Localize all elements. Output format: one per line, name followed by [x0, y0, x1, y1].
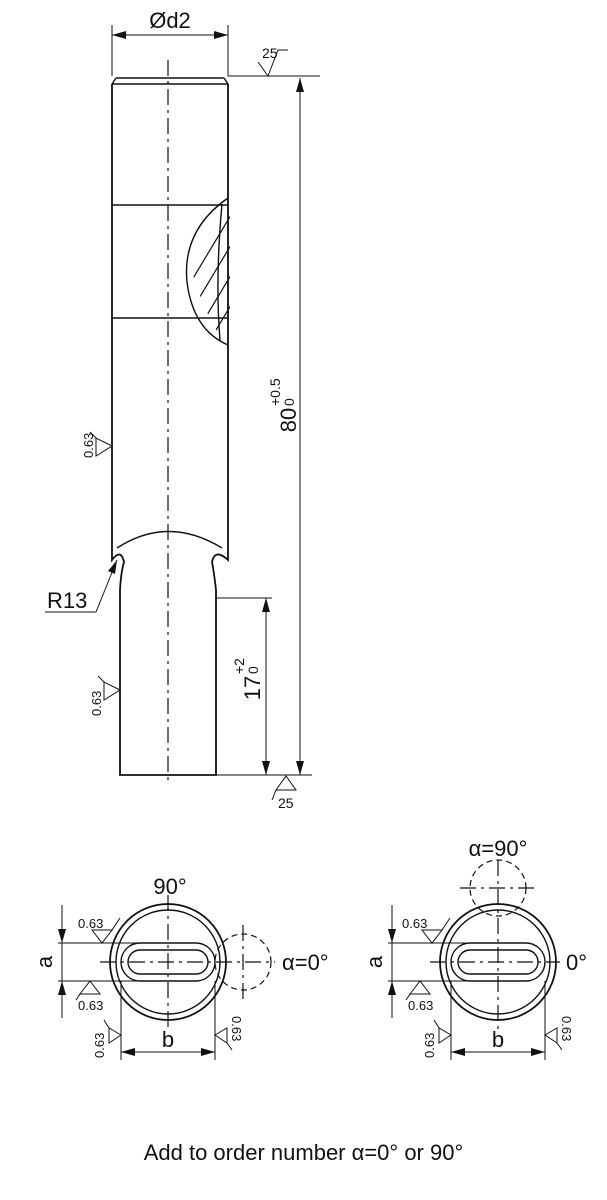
dim-b-label-left: b: [162, 1027, 174, 1052]
surface-top-label: 25: [262, 45, 278, 61]
surface-slot-bottom-left: 0.63: [78, 998, 103, 1013]
surface-tip-label: 0.63: [89, 691, 104, 716]
length-main-tol-upper: +0.5: [267, 378, 283, 406]
surface-slot-bottom-right: 0.63: [408, 998, 433, 1013]
neck-fillet: [116, 530, 223, 549]
radius-label: R13: [47, 588, 87, 613]
angle-0-right-label: 0°: [566, 950, 587, 975]
slot-section: [185, 197, 229, 346]
section-view-alpha-0: 90° α=0° a 0.63 0.63 b 0.63: [32, 874, 329, 1060]
length-tip-tol-upper: +2: [231, 658, 247, 674]
angle-90-label: 90°: [153, 874, 186, 899]
length-main-label: 80: [276, 408, 301, 432]
length-tip-label: 17: [240, 676, 265, 700]
surface-slot-top-right: 0.63: [402, 916, 427, 931]
surface-slot-top-left: 0.63: [78, 916, 103, 931]
dim-a-label-right: a: [362, 955, 387, 968]
surface-side-left-b: 0.63: [229, 1016, 244, 1041]
alpha-90-label: α=90°: [469, 836, 528, 861]
diameter-label: Ød2: [149, 8, 191, 33]
slot-shape-left: [120, 942, 216, 982]
surface-bottom-label: 25: [278, 795, 294, 811]
punch-body-outline: [111, 84, 229, 776]
slot-shape-right: [450, 942, 546, 982]
surface-side-left-a: 0.63: [92, 1033, 107, 1058]
side-view: Ød2 25 80 +0.5 0 17 +2 0 25: [45, 8, 320, 811]
surface-side-right-a: 0.63: [422, 1033, 437, 1058]
dim-b-label-right: b: [492, 1027, 504, 1052]
alpha-0-label: α=0°: [282, 950, 329, 975]
surface-shank-label: 0.63: [81, 433, 96, 458]
length-main-tol-lower: 0: [281, 398, 297, 406]
order-note-caption: Add to order number α=0° or 90°: [143, 1140, 464, 1165]
section-view-alpha-90: α=90° 0° a 0.63 0.63 b 0.63 0.63: [362, 836, 587, 1060]
dim-a-label-left: a: [32, 955, 57, 968]
length-tip-tol-lower: 0: [245, 666, 261, 674]
surface-side-right-b: 0.63: [559, 1016, 574, 1041]
